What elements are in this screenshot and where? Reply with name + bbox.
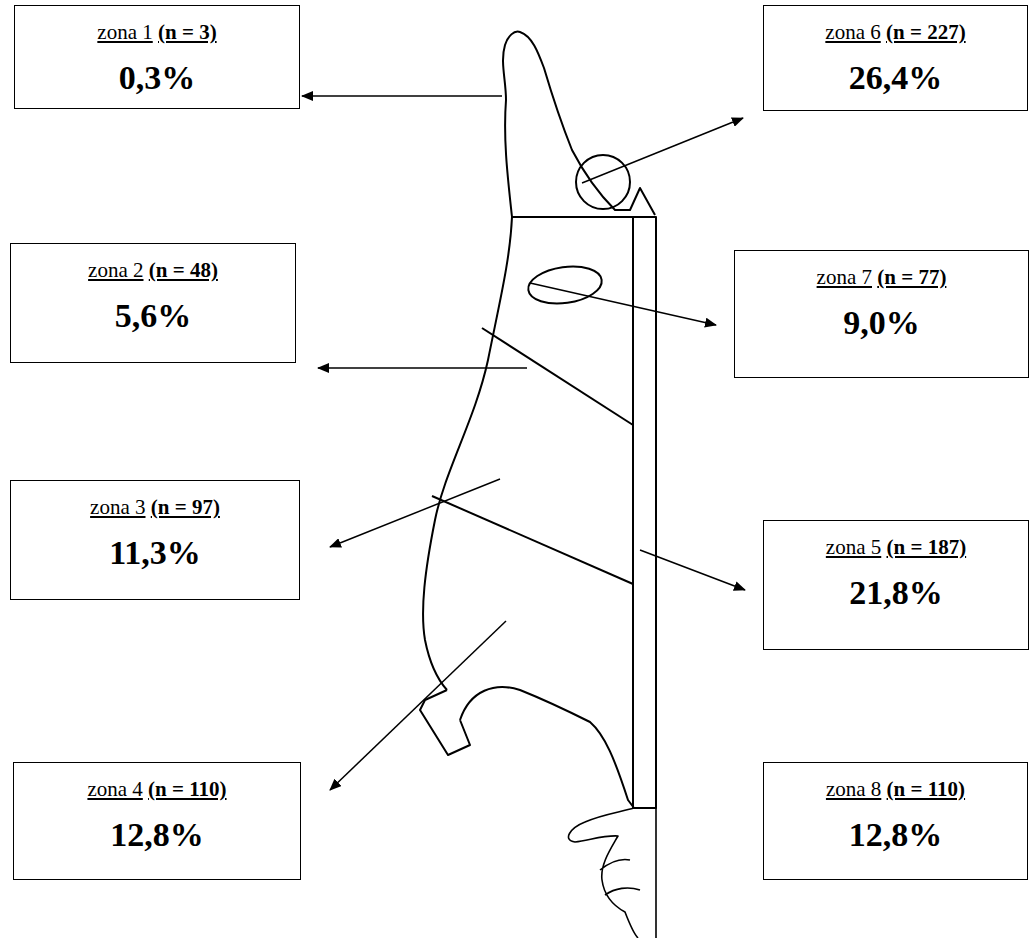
- percentage-value: 12,8%: [22, 816, 292, 854]
- percentage-value: 26,4%: [772, 59, 1019, 97]
- zone-box: zona 1 (n = 3) 0,3%: [14, 5, 300, 109]
- zone-box: zona 2 (n = 48) 5,6%: [10, 243, 296, 363]
- zone-name: zona 4: [87, 777, 142, 801]
- leader-arrow: [330, 621, 506, 790]
- zone-divider: [432, 496, 633, 584]
- zone-heading: zona 5 (n = 187): [772, 535, 1020, 560]
- sample-count: (n = 77): [877, 265, 946, 289]
- sample-count: (n = 110): [887, 777, 965, 801]
- zone-divider: [482, 328, 633, 425]
- zone-box: zona 5 (n = 187) 21,8%: [763, 520, 1029, 650]
- leader-arrow: [530, 283, 716, 325]
- zone-name: zona 3: [90, 495, 145, 519]
- leader-arrow: [640, 550, 745, 590]
- zone-name: zona 5: [826, 535, 881, 559]
- zone-heading: zona 1 (n = 3): [23, 20, 291, 45]
- percentage-value: 12,8%: [772, 816, 1019, 854]
- zone-heading: zona 4 (n = 110): [22, 777, 292, 802]
- zone-box: zona 8 (n = 110) 12,8%: [763, 762, 1028, 880]
- percentage-value: 11,3%: [19, 534, 291, 572]
- carcass-outline: [420, 32, 655, 808]
- spine-bar: [633, 217, 656, 808]
- zone-name: zona 6: [825, 20, 880, 44]
- carcass-foot: [568, 808, 656, 938]
- zone-name: zona 2: [88, 258, 143, 282]
- leader-arrow: [318, 367, 527, 369]
- zone-name: zona 8: [826, 777, 881, 801]
- zone-box: zona 4 (n = 110) 12,8%: [13, 762, 301, 880]
- percentage-value: 21,8%: [772, 574, 1020, 612]
- sample-count: (n = 48): [149, 258, 218, 282]
- zone-heading: zona 7 (n = 77): [743, 265, 1020, 290]
- sample-count: (n = 3): [158, 20, 217, 44]
- zone-box: zona 3 (n = 97) 11,3%: [10, 480, 300, 600]
- percentage-value: 5,6%: [19, 297, 287, 335]
- sample-count: (n = 110): [148, 777, 226, 801]
- zone-heading: zona 6 (n = 227): [772, 20, 1019, 45]
- zone-box: zona 7 (n = 77) 9,0%: [734, 250, 1029, 378]
- zone-heading: zona 8 (n = 110): [772, 777, 1019, 802]
- zone-heading: zona 3 (n = 97): [19, 495, 291, 520]
- leader-arrow: [330, 479, 500, 547]
- sample-count: (n = 227): [886, 20, 966, 44]
- sample-count: (n = 187): [887, 535, 967, 559]
- zone-name: zona 1: [97, 20, 152, 44]
- leader-arrow: [582, 118, 743, 183]
- zone-box: zona 6 (n = 227) 26,4%: [763, 5, 1028, 111]
- percentage-value: 0,3%: [23, 59, 291, 97]
- zone-name: zona 7: [817, 265, 872, 289]
- percentage-value: 9,0%: [743, 304, 1020, 342]
- leader-arrow: [302, 95, 502, 97]
- zone-heading: zona 2 (n = 48): [19, 258, 287, 283]
- sample-count: (n = 97): [151, 495, 220, 519]
